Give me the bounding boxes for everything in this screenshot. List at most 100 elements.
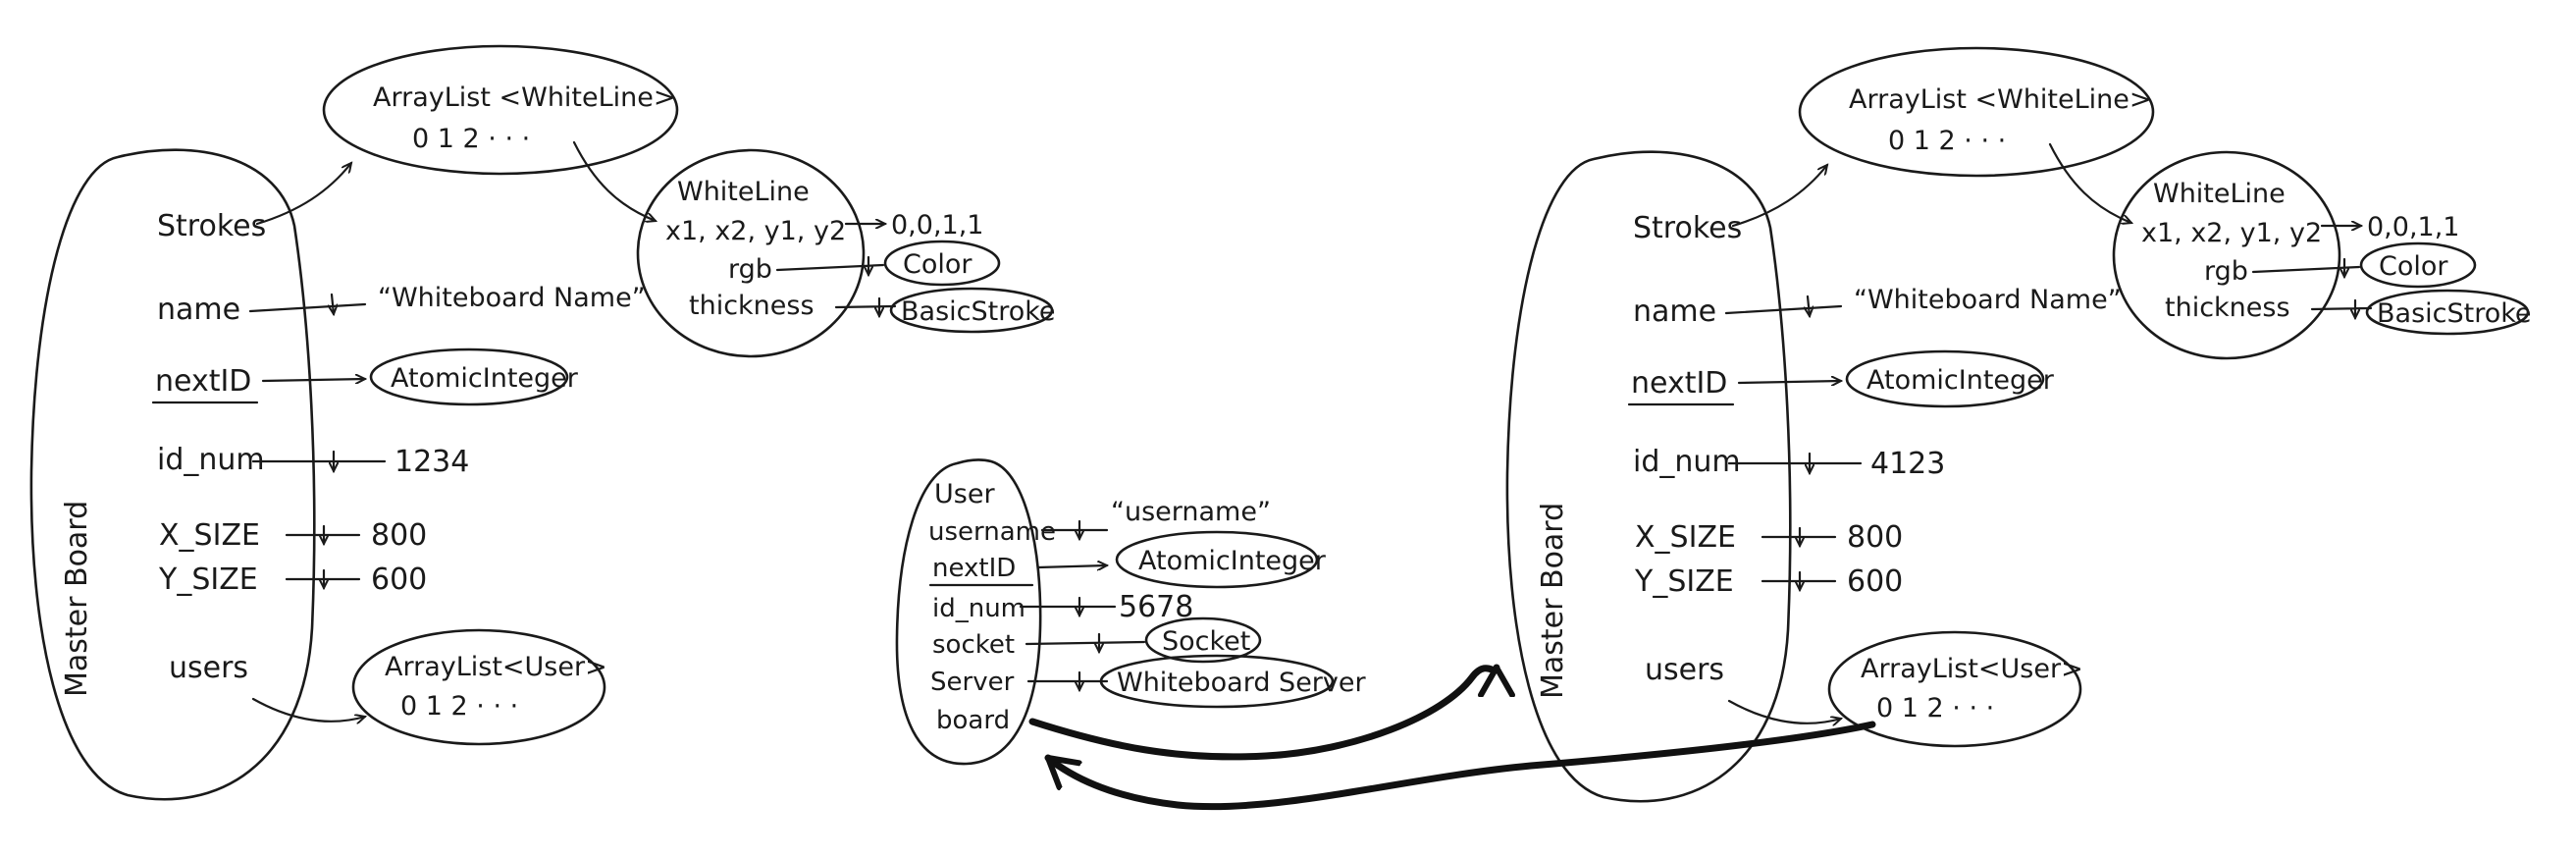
users-arraylist-title: ArrayList<User> xyxy=(385,652,607,682)
color-value: Color xyxy=(903,249,973,280)
whiteline-outline xyxy=(636,148,866,358)
socket-outline xyxy=(1144,616,1262,664)
x-size-arrow xyxy=(285,524,361,544)
color-value: Color xyxy=(2379,251,2448,282)
field-strokes: Strokes xyxy=(1633,211,1742,245)
user-title: User xyxy=(934,479,995,509)
atomic-integer-outline xyxy=(369,348,569,406)
master-board-outline xyxy=(29,148,316,801)
strokes-arraylist-title: ArrayList <WhiteLine> xyxy=(1849,84,2152,115)
user-atomic-integer-outline xyxy=(1115,530,1319,589)
whiteline-coords: x1, x2, y1, y2 xyxy=(665,216,846,246)
master-board-left: Master Board Strokes name nextID id_num … xyxy=(29,44,1056,801)
thickness-arrow xyxy=(2310,298,2373,318)
field-next-id: nextID xyxy=(155,364,251,399)
users-arrow xyxy=(1727,699,1841,723)
field-strokes: Strokes xyxy=(157,209,266,243)
server-arrow xyxy=(1026,670,1109,690)
field-x-size: X_SIZE xyxy=(159,518,260,553)
x-size-arrow xyxy=(1761,526,1837,546)
user-object: User username nextID id_num socket Serve… xyxy=(895,458,1366,766)
strokes-arraylist-indices: 0 1 2 · · · xyxy=(1888,126,2006,156)
rgb-arrow xyxy=(2251,257,2361,277)
socket-value: Socket xyxy=(1162,626,1250,657)
master-board-outline xyxy=(1505,150,1792,803)
user-outline xyxy=(895,458,1042,766)
master-board-label: Master Board xyxy=(60,501,94,697)
whiteline-title: WhiteLine xyxy=(677,177,810,207)
name-arrow xyxy=(248,293,367,314)
field-name: name xyxy=(157,293,240,327)
master-board-label: Master Board xyxy=(1536,503,1570,699)
basicstroke-outline xyxy=(889,287,1054,334)
whiteline-rgb: rgb xyxy=(728,254,772,285)
strokes-arraylist-title: ArrayList <WhiteLine> xyxy=(373,82,676,113)
field-y-size: Y_SIZE xyxy=(158,562,258,597)
atomic-integer-outline xyxy=(1845,349,2045,408)
basicstroke-outline xyxy=(2365,289,2530,336)
user-field-socket: socket xyxy=(932,630,1015,660)
name-arrow xyxy=(1724,295,1843,316)
users-arraylist-indices: 0 1 2 · · · xyxy=(400,691,518,722)
field-users: users xyxy=(169,651,248,685)
users-arraylist-indices: 0 1 2 · · · xyxy=(1876,693,1994,723)
username-value: “username” xyxy=(1111,497,1271,527)
coords-value: 0,0,1,1 xyxy=(2367,212,2459,242)
color-outline xyxy=(2359,241,2477,289)
basicstroke-value: BasicStroke xyxy=(901,296,1056,327)
x-size-value: 800 xyxy=(1847,520,1903,555)
x-size-value: 800 xyxy=(371,518,427,553)
user-field-username: username xyxy=(928,517,1056,547)
strokes-arrow xyxy=(1731,165,1827,228)
name-value: “Whiteboard Name” xyxy=(1854,285,2122,315)
index-to-whiteline-arrow xyxy=(2048,142,2131,223)
users-arrow xyxy=(251,697,365,722)
rgb-arrow xyxy=(775,255,885,275)
thickness-arrow xyxy=(834,296,897,316)
strokes-arraylist-indices: 0 1 2 · · · xyxy=(412,124,530,154)
y-size-arrow xyxy=(285,568,361,588)
basicstroke-value: BasicStroke xyxy=(2377,298,2532,329)
user-board-to-right-board-arrow xyxy=(1028,664,1497,761)
user-next-id-value: AtomicInteger xyxy=(1138,546,1327,576)
right-users-to-user-arrow xyxy=(1044,721,1876,811)
id-num-arrow xyxy=(1727,452,1863,473)
users-arraylist-title: ArrayList<User> xyxy=(1861,654,2083,684)
whiteline-coords: x1, x2, y1, y2 xyxy=(2141,218,2322,248)
user-field-board: board xyxy=(936,706,1010,735)
field-users: users xyxy=(1645,653,1724,687)
id-num-value: 4123 xyxy=(1870,447,1945,481)
id-num-value: 1234 xyxy=(394,445,469,479)
user-next-id-arrow xyxy=(1036,565,1107,567)
users-arraylist-outline xyxy=(351,628,606,746)
master-board-right: Master Board Strokes name nextID id_num … xyxy=(1505,46,2532,803)
whiteline-thickness: thickness xyxy=(689,291,815,321)
strokes-arraylist-outline xyxy=(1798,46,2155,178)
y-size-value: 600 xyxy=(1847,564,1903,599)
color-outline xyxy=(883,240,1001,287)
field-name: name xyxy=(1633,295,1716,329)
whiteline-outline xyxy=(2112,150,2341,360)
user-id-num-arrow xyxy=(1019,596,1117,616)
field-id-num: id_num xyxy=(1633,445,1741,479)
whiteline-thickness: thickness xyxy=(2165,293,2290,323)
server-outline xyxy=(1099,654,1335,709)
username-arrow xyxy=(1040,519,1109,539)
whiteline-rgb: rgb xyxy=(2204,256,2248,287)
strokes-arraylist-outline xyxy=(322,44,679,176)
index-to-whiteline-arrow xyxy=(572,140,656,221)
y-size-arrow xyxy=(1761,570,1837,590)
user-field-next-id: nextID xyxy=(932,554,1016,583)
whiteline-title: WhiteLine xyxy=(2153,179,2286,209)
field-y-size: Y_SIZE xyxy=(1634,564,1734,599)
user-field-server: Server xyxy=(930,668,1015,697)
next-id-value: AtomicInteger xyxy=(1866,365,2055,396)
next-id-value: AtomicInteger xyxy=(391,363,579,394)
next-id-arrow xyxy=(1737,381,1841,383)
next-id-arrow xyxy=(261,379,365,381)
field-next-id: nextID xyxy=(1631,366,1727,401)
server-value: Whiteboard Server xyxy=(1117,668,1366,698)
field-x-size: X_SIZE xyxy=(1635,520,1736,555)
id-num-arrow xyxy=(251,450,387,471)
